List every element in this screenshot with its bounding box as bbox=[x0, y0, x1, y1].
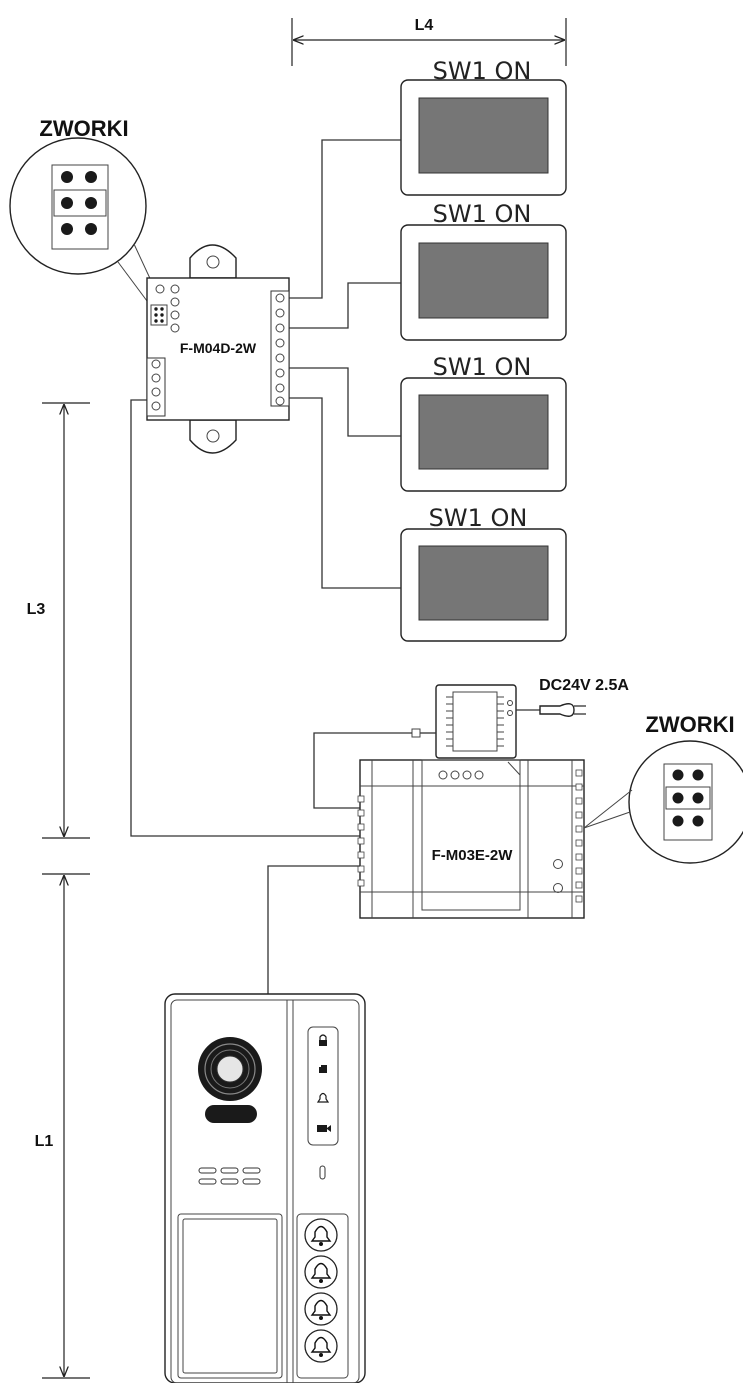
video-module-f-m03e-2w: F-M03E-2W bbox=[357, 759, 585, 919]
jumper-detail-top: ZWORKI bbox=[9, 116, 161, 306]
dimension-l1-label: L1 bbox=[35, 1133, 54, 1150]
monitor-3-screen bbox=[418, 394, 549, 470]
ir-sensor bbox=[205, 1105, 257, 1123]
video-module-model-label: F-M03E-2W bbox=[432, 847, 514, 864]
monitor-4-switch-label: SW1 ON bbox=[429, 504, 528, 532]
monitor-2-switch-label: SW1 ON bbox=[433, 200, 532, 228]
monitor-4-screen bbox=[418, 545, 549, 621]
mains-plug-icon bbox=[539, 703, 575, 717]
doorbell-icon bbox=[310, 1336, 332, 1353]
monitor-2: SW1 ON bbox=[400, 200, 567, 341]
dimension-l4: L4 bbox=[291, 17, 567, 66]
call-button-3[interactable] bbox=[304, 1292, 338, 1326]
camera-status-icon bbox=[317, 1125, 331, 1132]
distributor-model-label: F-M04D-2W bbox=[180, 340, 257, 356]
speaker-grille bbox=[198, 1167, 261, 1185]
power-supply-rating: DC24V 2.5A bbox=[539, 677, 629, 694]
distributor-right-terminals bbox=[270, 290, 290, 407]
call-buttons bbox=[304, 1218, 338, 1363]
dimension-l3-label: L3 bbox=[27, 601, 46, 618]
dimension-l4-label: L4 bbox=[415, 17, 434, 34]
monitor-1-screen bbox=[418, 97, 549, 174]
call-button-2[interactable] bbox=[304, 1255, 338, 1289]
status-indicator-panel bbox=[307, 1026, 339, 1146]
key-icon bbox=[319, 1065, 327, 1073]
monitor-3: SW1 ON bbox=[400, 353, 567, 492]
distributor-left-terminals bbox=[146, 357, 166, 417]
bell-icon bbox=[316, 1092, 330, 1103]
doorbell-icon bbox=[310, 1299, 332, 1316]
monitor-wiring bbox=[289, 139, 401, 589]
distributor-f-m04d-2w: F-M04D-2W bbox=[146, 244, 290, 454]
jumper-label-right: ZWORKI bbox=[645, 712, 734, 737]
jumper-detail-right: ZWORKI bbox=[583, 712, 743, 864]
camera-icon bbox=[198, 1037, 262, 1101]
power-supply: DC24V 2.5A bbox=[411, 677, 629, 759]
doorbell-icon bbox=[310, 1225, 332, 1242]
dimension-l3: L3 bbox=[27, 402, 90, 839]
call-button-1[interactable] bbox=[304, 1218, 338, 1252]
door-station bbox=[164, 993, 366, 1383]
dimension-l1: L1 bbox=[35, 873, 90, 1379]
monitor-3-switch-label: SW1 ON bbox=[433, 353, 532, 381]
monitor-1: SW1 ON bbox=[400, 57, 567, 196]
call-button-4[interactable] bbox=[304, 1329, 338, 1363]
monitor-4: SW1 ON bbox=[400, 504, 567, 642]
bus-wiring bbox=[130, 399, 412, 996]
microphone-icon bbox=[319, 1165, 326, 1180]
monitor-2-screen bbox=[418, 242, 549, 319]
call-buttons-panel bbox=[296, 1213, 349, 1379]
lock-icon bbox=[319, 1034, 327, 1046]
doorbell-icon bbox=[310, 1262, 332, 1279]
jumper-label-top: ZWORKI bbox=[39, 116, 128, 141]
